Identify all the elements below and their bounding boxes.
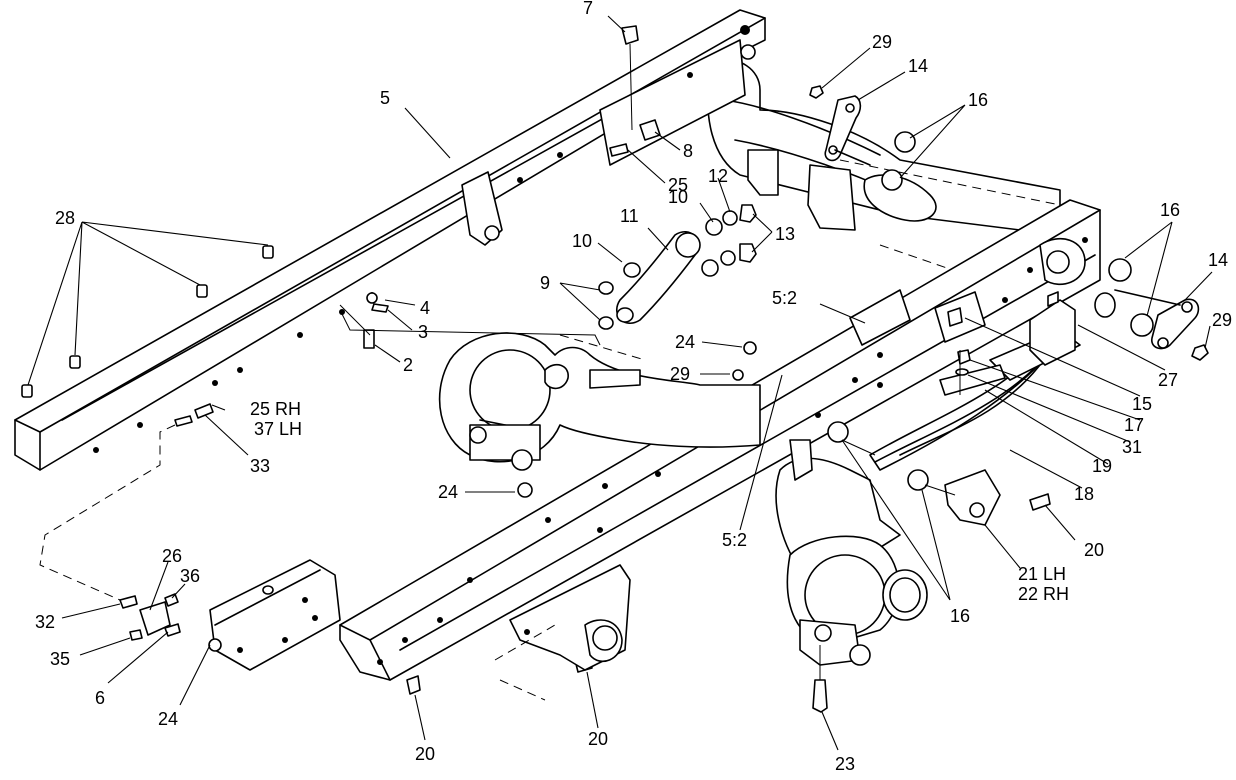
- leader-lines: [27, 15, 1213, 751]
- callout-25-rh: 25 RH: [250, 399, 301, 419]
- callout-10: 10: [668, 187, 688, 207]
- callout-6: 6: [95, 688, 105, 708]
- callout-18: 18: [1074, 484, 1094, 504]
- right-shackle: [1094, 258, 1209, 361]
- phantom-line-rear: [839, 159, 1061, 206]
- air-fittings: [119, 593, 181, 641]
- callout-28: 28: [55, 208, 75, 228]
- callout-25: 25: [668, 175, 688, 195]
- callout-24: 24: [675, 332, 695, 352]
- callout-29: 29: [1212, 310, 1232, 330]
- rear-axle-assembly: [706, 58, 1061, 236]
- callout-10: 10: [572, 231, 592, 251]
- callout-5: 5: [380, 88, 390, 108]
- front-axle-assembly: [438, 332, 761, 471]
- callout-32: 32: [35, 612, 55, 632]
- rear-axle-lower: [775, 439, 928, 666]
- callout-19: 19: [1092, 456, 1112, 476]
- callout-37-lh: 37 LH: [254, 419, 302, 439]
- callout-33: 33: [250, 456, 270, 476]
- callout-7: 7: [583, 0, 593, 18]
- callout-16: 16: [950, 606, 970, 626]
- callout-9: 9: [540, 273, 550, 293]
- callout-16: 16: [968, 90, 988, 110]
- callout-labels: 7 5 29 14 16 8 25 12 10 11 13 10 28 16 1…: [35, 0, 1232, 774]
- callout-12: 12: [708, 166, 728, 186]
- callout-13: 13: [775, 224, 795, 244]
- hanger-hole: [969, 502, 985, 518]
- callout-24: 24: [158, 709, 178, 729]
- callout-31: 31: [1122, 437, 1142, 457]
- callout-15: 15: [1132, 394, 1152, 414]
- callout-22-rh: 22 RH: [1018, 584, 1069, 604]
- callout-8: 8: [683, 141, 693, 161]
- callout-14: 14: [908, 56, 928, 76]
- bump-stop-stud: [1047, 291, 1059, 307]
- callout-5-2: 5:2: [722, 530, 747, 550]
- callout-20: 20: [588, 729, 608, 749]
- callout-29: 29: [670, 364, 690, 384]
- callout-24: 24: [438, 482, 458, 502]
- callout-14: 14: [1208, 250, 1228, 270]
- rear-shackle: [809, 85, 916, 191]
- bump-stop: [1029, 299, 1076, 366]
- callout-16: 16: [1160, 200, 1180, 220]
- callout-4: 4: [420, 298, 430, 318]
- left-frame-rail: [14, 9, 766, 471]
- callout-27: 27: [1158, 370, 1178, 390]
- callout-11: 11: [620, 206, 639, 226]
- callout-21-lh: 21 LH: [1018, 564, 1066, 584]
- front-crossmember: [208, 559, 341, 671]
- small-fasteners: [21, 25, 1051, 713]
- callout-20: 20: [415, 744, 435, 764]
- center-bracket: [494, 564, 631, 701]
- callout-2: 2: [403, 355, 413, 375]
- torque-rod: [598, 204, 757, 330]
- callout-36: 36: [180, 566, 200, 586]
- callout-5-2: 5:2: [772, 288, 797, 308]
- callout-23: 23: [835, 754, 855, 774]
- callout-35: 35: [50, 649, 70, 669]
- callout-26: 26: [162, 546, 182, 566]
- callout-3: 3: [418, 322, 428, 342]
- spring-hanger-bracket: [944, 469, 1001, 526]
- callout-20: 20: [1084, 540, 1104, 560]
- callout-17: 17: [1124, 415, 1144, 435]
- callout-29: 29: [872, 32, 892, 52]
